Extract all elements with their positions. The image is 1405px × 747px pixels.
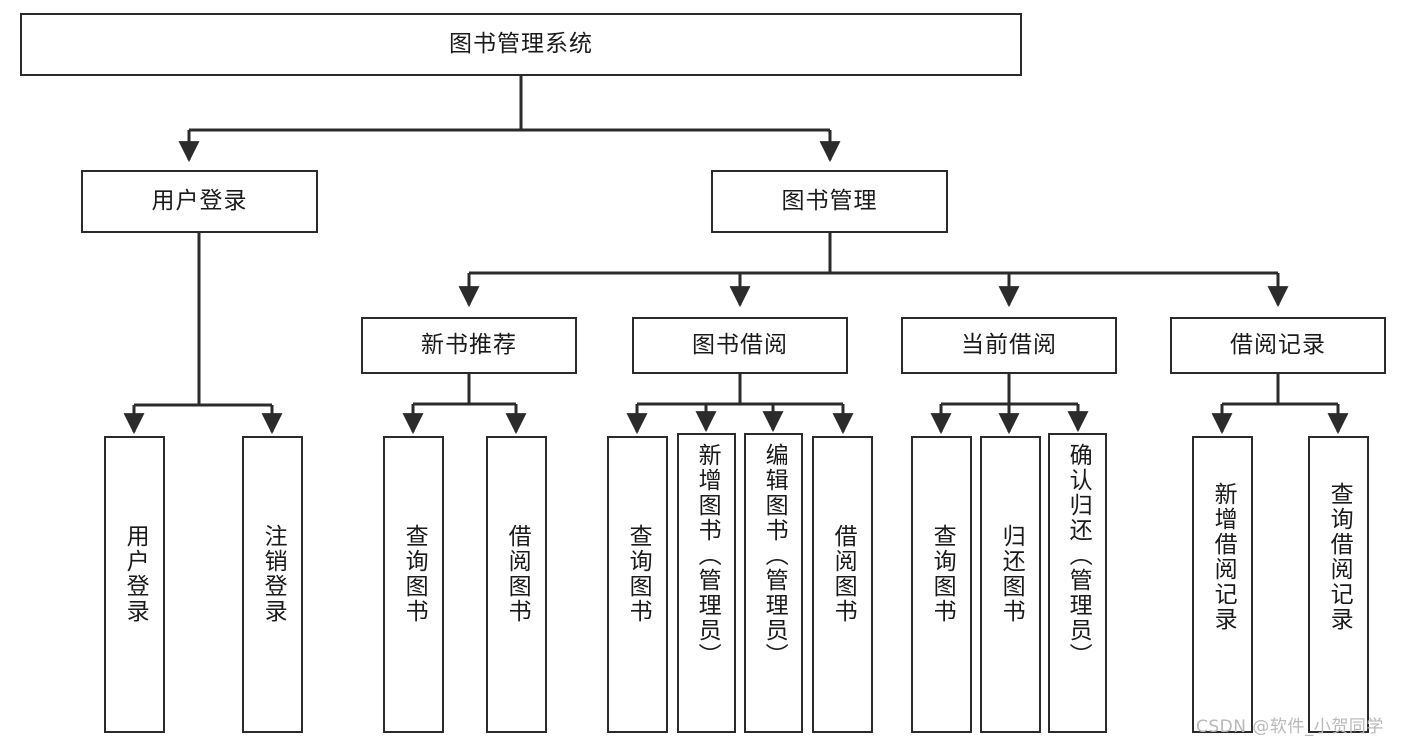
node-book-management-system[interactable]: 图书管理系统 (20, 13, 1022, 76)
leaf-query-book-3[interactable]: 查询图书 (911, 436, 972, 733)
node-label: 图书借阅 (692, 331, 788, 358)
leaf-query-book-2[interactable]: 查询图书 (607, 436, 668, 733)
node-label: 查询图书 (929, 524, 956, 624)
node-label: 图书管理系统 (449, 30, 593, 57)
leaf-query-book-1[interactable]: 查询图书 (383, 436, 444, 733)
node-user-login[interactable]: 用户登录 (81, 170, 318, 233)
node-label: 用户登录 (151, 187, 248, 214)
leaf-borrow-book-1[interactable]: 借阅图书 (486, 436, 547, 733)
leaf-add-borrow-record[interactable]: 新增借阅记录 (1192, 436, 1253, 733)
node-new-book-recommend[interactable]: 新书推荐 (361, 317, 577, 374)
leaf-add-book[interactable]: 新增图书（管理员） (677, 433, 736, 733)
node-label: 新书推荐 (421, 331, 517, 358)
node-label: 当前借阅 (961, 331, 1057, 358)
leaf-query-borrow-record[interactable]: 查询借阅记录 (1308, 436, 1369, 733)
node-book-borrow[interactable]: 图书借阅 (632, 317, 848, 374)
node-label: 借阅记录 (1230, 331, 1326, 358)
node-label: 新增借阅记录 (1210, 482, 1237, 632)
node-label: 借阅图书 (830, 524, 857, 624)
csdn-watermark: CSDN @软件_小贺同学 (1196, 717, 1384, 737)
leaf-user-login[interactable]: 用户登录 (104, 436, 165, 733)
node-label: 确认归还（管理员） (1065, 443, 1092, 668)
node-label: 查询借阅记录 (1326, 482, 1353, 632)
node-label: 查询图书 (625, 524, 652, 624)
node-label: 借阅图书 (504, 524, 531, 624)
leaf-return-book[interactable]: 归还图书 (980, 436, 1041, 733)
node-label: 注销登录 (260, 524, 287, 624)
leaf-confirm-return[interactable]: 确认归还（管理员） (1048, 433, 1107, 733)
node-label: 新增图书（管理员） (694, 443, 721, 668)
leaf-logout-login[interactable]: 注销登录 (242, 436, 303, 733)
node-label: 编辑图书（管理员） (761, 443, 788, 668)
leaf-borrow-book-2[interactable]: 借阅图书 (812, 436, 873, 733)
node-label: 查询图书 (401, 524, 428, 624)
leaf-edit-book[interactable]: 编辑图书（管理员） (744, 433, 803, 733)
node-label: 归还图书 (998, 524, 1025, 624)
node-book-management[interactable]: 图书管理 (711, 170, 948, 233)
node-label: 用户登录 (122, 524, 149, 624)
node-current-borrow[interactable]: 当前借阅 (901, 317, 1117, 374)
node-label: 图书管理 (781, 187, 878, 214)
node-borrow-record[interactable]: 借阅记录 (1170, 317, 1386, 374)
